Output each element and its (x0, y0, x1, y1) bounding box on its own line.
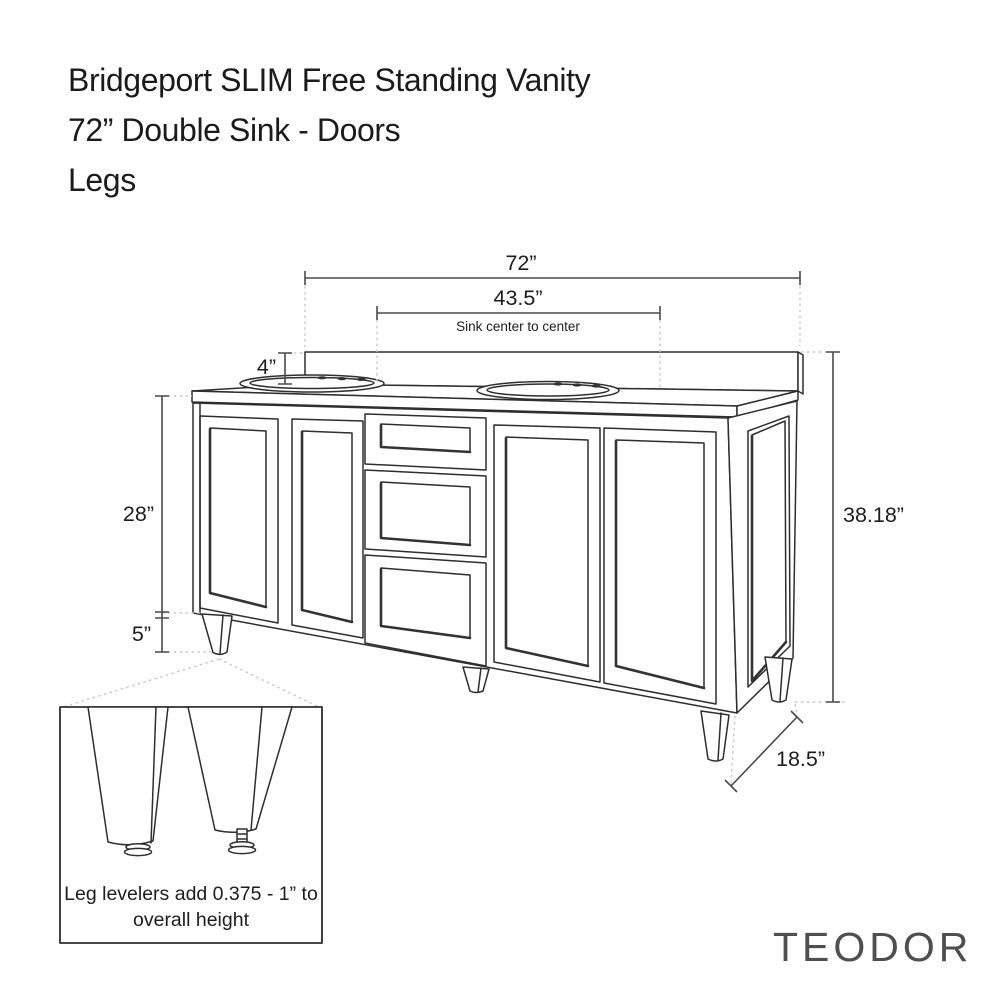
dim-line (826, 351, 840, 703)
leg-front-left-edge (219, 614, 224, 655)
dimension-depth: 18.5” (724, 710, 825, 793)
leg-front-right-edge (717, 712, 722, 761)
drawer-3-front (364, 554, 487, 667)
inset-leg-left (87, 706, 169, 857)
cabinet-side-face (727, 400, 798, 714)
dimension-overall-width-label: 72” (505, 251, 536, 275)
side-panel-shadow (750, 434, 788, 683)
vanity-drawing (191, 351, 804, 762)
leg-detail-inset: Leg levelers add 0.375 - 1” to overall h… (59, 706, 323, 944)
inset-leg-right-edge (250, 706, 263, 831)
dimension-cabinet-height-label: 28” (123, 502, 154, 526)
door-3 (493, 424, 601, 683)
faucet-hole (572, 383, 582, 387)
dimension-sink-spacing: 43.5” Sink center to center (376, 286, 661, 334)
leg-front-right (700, 710, 730, 762)
dimension-leg-height-label: 5” (132, 622, 151, 646)
dimension-sink-spacing-label: 43.5” (493, 286, 542, 310)
dimension-backsplash-height: 4” (257, 352, 292, 385)
dim-line (278, 352, 292, 385)
door-1-panel-shadow (208, 427, 268, 609)
title-line-3: Legs (68, 162, 136, 198)
faucet-hole (317, 376, 327, 380)
leveler-foot-base (123, 847, 153, 857)
door-2-outer (291, 418, 364, 639)
door-3-outer (493, 424, 601, 683)
inset-leg-right (187, 706, 293, 855)
drawer-stack (364, 413, 487, 667)
door-4 (603, 427, 717, 705)
drawer-1-front (364, 413, 487, 471)
dimension-cabinet-and-leg-height: 28” 5” (123, 395, 169, 653)
vanity-legs (201, 613, 793, 762)
guide-inset-right (218, 658, 320, 708)
dimensions: 72” 43.5” Sink center to center 4” 28” 5… (123, 251, 904, 793)
dimension-depth-label: 18.5” (776, 747, 825, 771)
sink-left-bowl (249, 376, 375, 390)
leveler-foot-base (227, 845, 257, 855)
dimension-overall-width: 72” (304, 251, 801, 285)
door-1-outer (199, 415, 279, 624)
leg-front-middle-edge (477, 667, 482, 693)
leveler-stem-threads (236, 833, 248, 840)
dim-line (304, 271, 801, 285)
faucet-hole (591, 384, 601, 388)
guide-depth-back (794, 703, 798, 717)
dim-line (155, 395, 169, 653)
side-panel-frame (747, 415, 791, 688)
inset-note-line-2: overall height (133, 909, 250, 931)
leg-front-left (201, 613, 233, 656)
countertop-side-edge (736, 390, 799, 418)
sink-right (476, 380, 620, 401)
inset-note-line-1: Leg levelers add 0.375 - 1” to (64, 883, 318, 905)
door-1 (199, 415, 279, 624)
dim-line (724, 710, 804, 793)
faucet-hole (553, 382, 563, 386)
drawer-1-shadow (379, 423, 472, 454)
door-2-panel-shadow (300, 430, 354, 624)
dim-line (376, 306, 661, 320)
door-2 (291, 418, 364, 639)
leg-back-right-edge (779, 657, 784, 702)
door-3-panel-shadow (504, 436, 590, 668)
inset-leg-left-edge (150, 706, 157, 844)
dimension-overall-height: 38.18” (826, 351, 904, 703)
dimension-sink-spacing-note: Sink center to center (456, 319, 580, 334)
drawer-2-shadow (379, 481, 472, 547)
leg-back-right (764, 656, 793, 703)
dimension-backsplash-height-label: 4” (257, 355, 276, 379)
title-line-1: Bridgeport SLIM Free Standing Vanity (68, 62, 591, 98)
door-4-panel-shadow (614, 439, 706, 690)
sink-left (239, 374, 385, 393)
door-4-outer (603, 427, 717, 705)
faucet-hole (356, 377, 366, 381)
backsplash-side (797, 351, 804, 395)
leg-front-middle (462, 666, 490, 694)
drawer-3-shadow (379, 567, 472, 640)
title-line-2: 72” Double Sink - Doors (68, 112, 400, 148)
brand-logo: TEODOR (773, 924, 972, 970)
drawer-2-front (364, 469, 487, 558)
faucet-hole (337, 377, 347, 381)
dimension-overall-height-label: 38.18” (843, 503, 904, 527)
guide-depth-front (730, 715, 736, 785)
guide-inset-left (62, 658, 220, 708)
page-title: Bridgeport SLIM Free Standing Vanity 72”… (68, 62, 591, 198)
sink-right-bowl (486, 383, 610, 397)
